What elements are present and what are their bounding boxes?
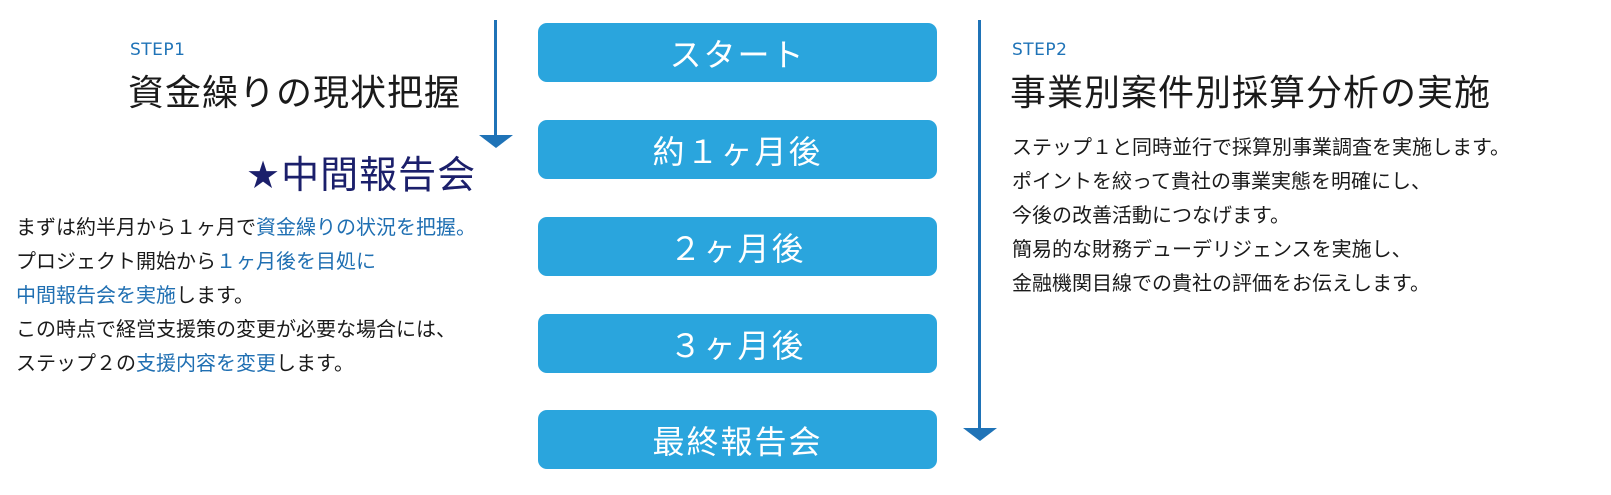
step1-text: します。 bbox=[276, 351, 354, 375]
step2-description-line: 今後の改善活動につなげます。 bbox=[1012, 203, 1290, 227]
step1-highlight-text: １ヶ月後を目処に bbox=[216, 249, 376, 273]
step2-tag: STEP2 bbox=[1012, 40, 1068, 60]
step2-description-line: ポイントを絞って貴社の事業実態を明確にし、 bbox=[1012, 169, 1431, 193]
step1-text: します。 bbox=[176, 283, 254, 307]
step1-description-line: この時点で経営支援策の変更が必要な場合には、 bbox=[16, 317, 456, 341]
timeline-box-final-report: 最終報告会 bbox=[538, 410, 937, 469]
timeline-box-month3: ３ヶ月後 bbox=[538, 314, 937, 373]
step2-description: ステップ１と同時並行で採算別事業調査を実施します。 ポイントを絞って貴社の事業実… bbox=[1012, 130, 1510, 300]
step1-text: プロジェクト開始から bbox=[16, 249, 216, 273]
step1-description: まずは約半月から１ヶ月で資金繰りの状況を把握。 プロジェクト開始から１ヶ月後を目… bbox=[16, 210, 476, 380]
step1-highlight-text: 資金繰りの状況を把握。 bbox=[256, 215, 476, 239]
step1-description-line: まずは約半月から１ヶ月で資金繰りの状況を把握。 bbox=[16, 210, 476, 244]
step1-description-line: 中間報告会を実施します。 bbox=[16, 278, 476, 312]
step2-arrow-line bbox=[978, 20, 981, 430]
timeline-box-month1: 約１ヶ月後 bbox=[538, 120, 937, 179]
step1-description-line: プロジェクト開始から１ヶ月後を目処に bbox=[16, 244, 476, 278]
star-icon: ★ bbox=[246, 153, 282, 197]
step1-description-line: ステップ２の支援内容を変更します。 bbox=[16, 346, 476, 380]
step1-arrow-line bbox=[494, 20, 497, 136]
step1-highlight-text: 支援内容を変更 bbox=[136, 351, 276, 375]
step2-description-line: 簡易的な財務デューデリジェンスを実施し、 bbox=[1012, 237, 1412, 261]
step1-title: 資金繰りの現状把握 bbox=[128, 73, 462, 114]
step1-arrow bbox=[479, 20, 513, 148]
step1-tag: STEP1 bbox=[130, 40, 186, 60]
step2-description-line: 金融機関目線での貴社の評価をお伝えします。 bbox=[1012, 271, 1430, 295]
step1-text: ステップ２の bbox=[16, 351, 136, 375]
interim-report-title: 中間報告会 bbox=[281, 153, 477, 197]
timeline-box-month2: ２ヶ月後 bbox=[538, 217, 937, 276]
timeline-box-start: スタート bbox=[538, 23, 937, 82]
step2-title: 事業別案件別採算分析の実施 bbox=[1010, 73, 1492, 114]
interim-report-heading: ★中間報告会 bbox=[246, 144, 476, 199]
step2-description-line: ステップ１と同時並行で採算別事業調査を実施します。 bbox=[1012, 135, 1510, 159]
step1-text: まずは約半月から１ヶ月で bbox=[16, 215, 256, 239]
step1-arrow-head bbox=[479, 135, 513, 148]
step1-highlight-text: 中間報告会を実施 bbox=[16, 283, 176, 307]
step2-arrow bbox=[962, 20, 998, 442]
step2-arrow-head bbox=[963, 428, 997, 441]
